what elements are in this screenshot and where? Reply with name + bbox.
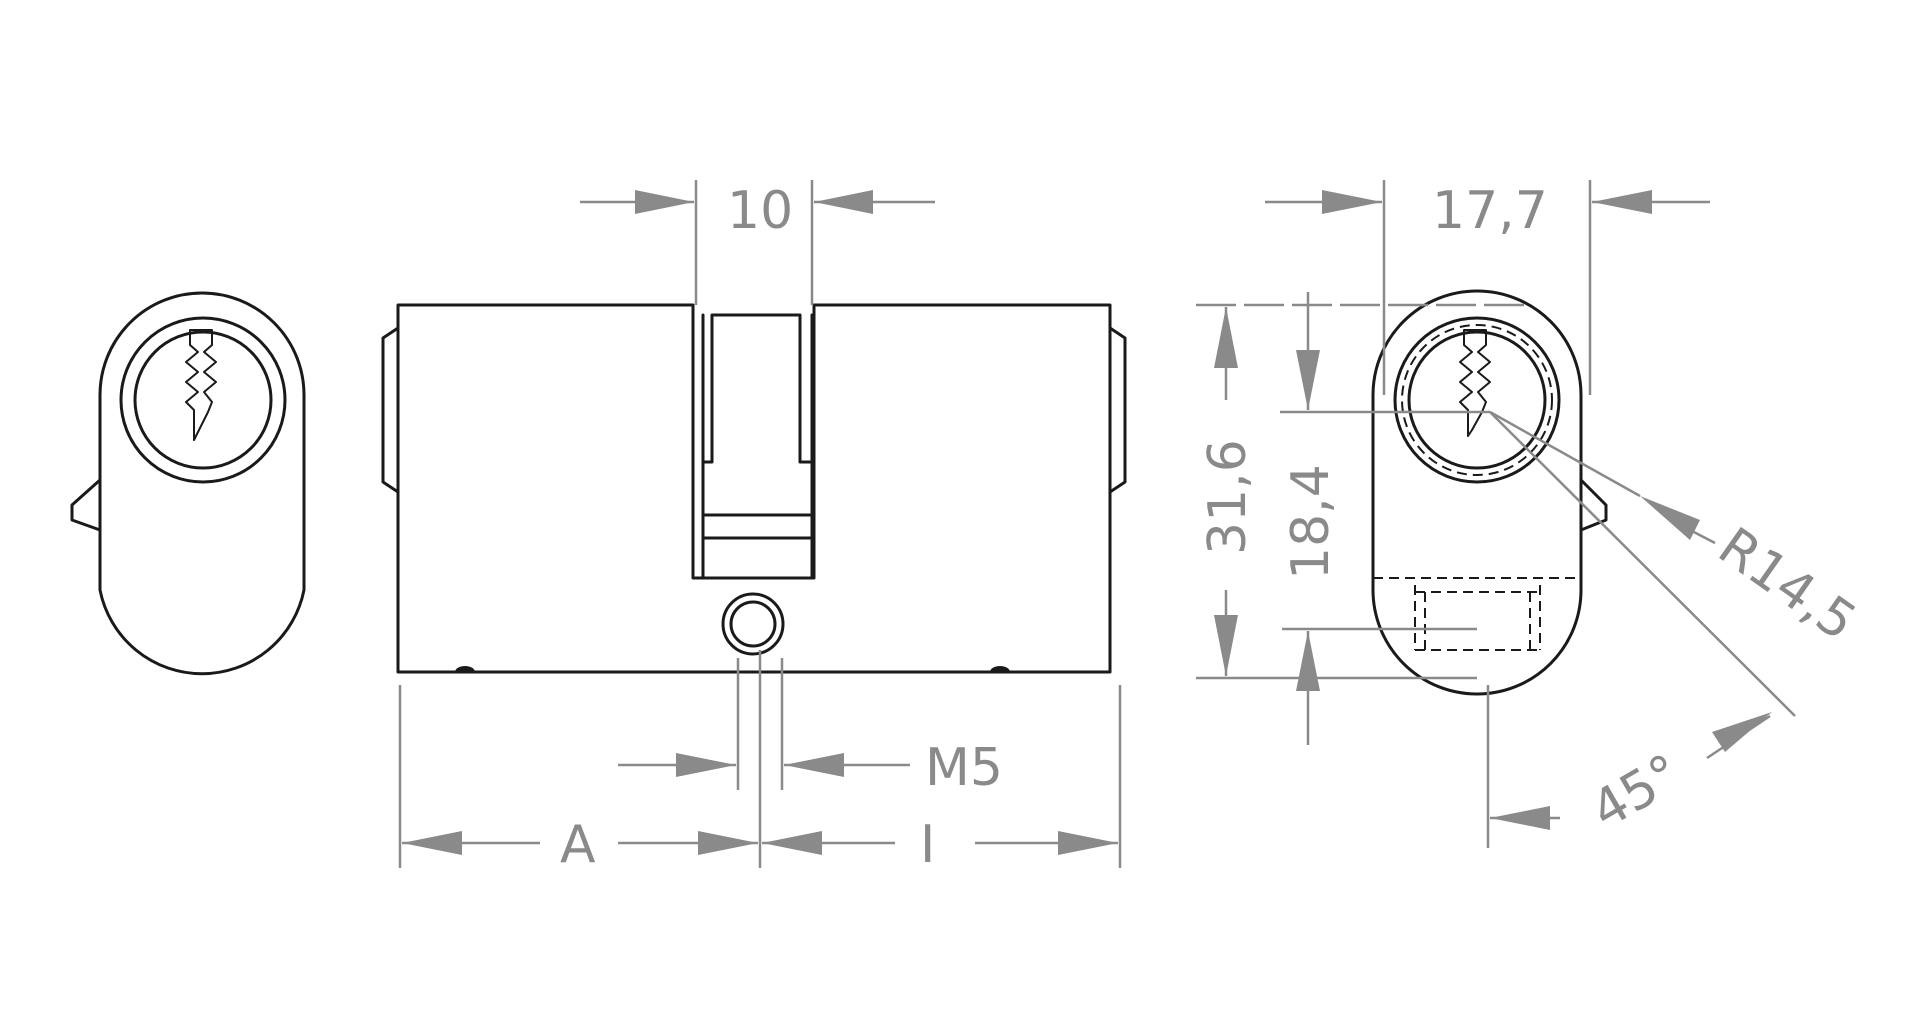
dimension-labels: 10 17,7 31,6 18,4 R14,5 45° M5 A I [560,181,1866,875]
left-end-view [70,291,306,676]
right-keyway [1459,329,1491,437]
dimension-lines [398,180,1796,868]
cam-slot [701,313,814,580]
label-outer-length: A [560,815,596,875]
left-plug-outer-ring [119,316,287,484]
label-angle: 45° [1582,743,1692,841]
label-center-height: 18,4 [1281,464,1341,580]
label-profile-width: 17,7 [1432,181,1548,241]
right-plug-outer-ring [1393,316,1561,484]
left-profile-outline [98,291,306,676]
front-view [381,303,1127,674]
label-screw-thread: M5 [925,738,1003,798]
right-profile-outline [1371,289,1583,696]
hidden-cam-recess [1373,577,1581,651]
left-body-notch [455,666,475,672]
right-plug-inner-ring [1407,330,1547,470]
left-keyway [185,329,217,441]
left-plug-inner-ring [133,330,273,470]
left-plug-face [381,326,400,494]
right-plug-face [1108,326,1127,494]
screw-hole-outer [721,592,785,656]
screw-hole-inner [729,600,777,648]
label-radius: R14,5 [1708,516,1867,652]
label-cam-width: 10 [727,181,793,241]
right-body-notch [990,666,1010,672]
right-cam-stub [1579,478,1608,532]
cylinder-body-outline [396,303,1112,674]
right-plug-hidden-ring [1401,324,1553,476]
label-total-height: 31,6 [1198,439,1258,555]
label-inner-length: I [920,815,935,875]
left-cam-stub [70,478,102,532]
